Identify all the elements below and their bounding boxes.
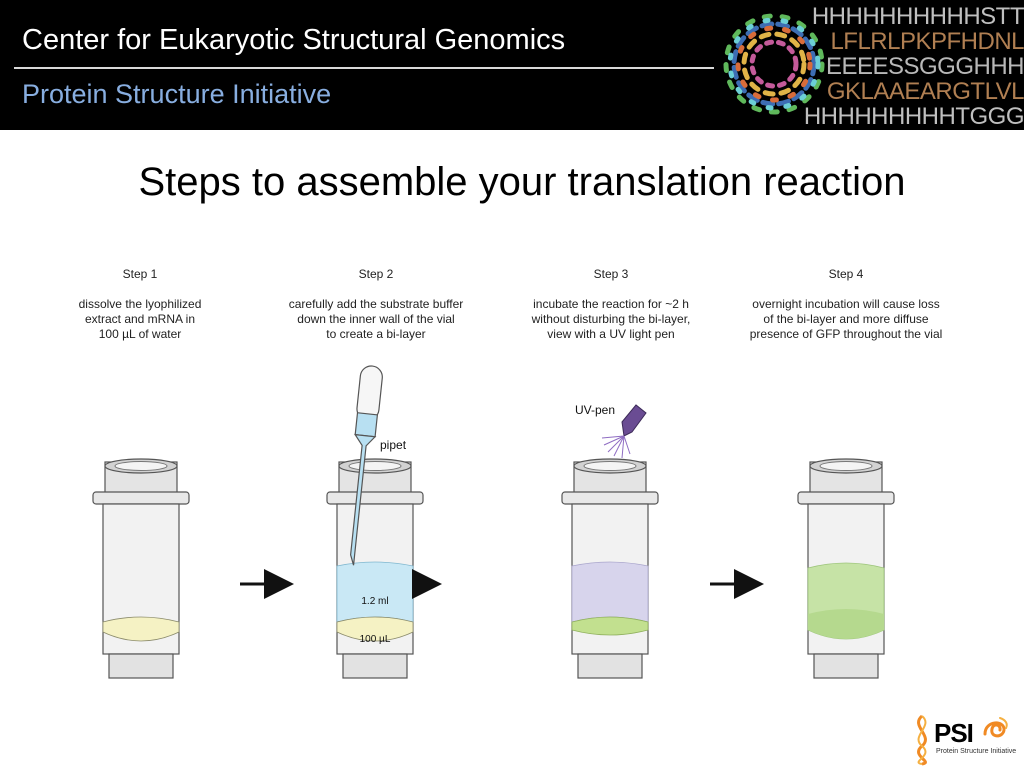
- extract-layer: [336, 616, 414, 642]
- sequence-row: EEEESSGGGHHH: [825, 53, 1024, 80]
- protein-swirl-icon: [983, 717, 1008, 738]
- buffer-layer: [336, 561, 414, 623]
- step-2-title: Step 2: [358, 267, 394, 281]
- gfp-dense-layer: [808, 609, 884, 639]
- header-divider: [14, 67, 714, 69]
- vial-step-3: [561, 458, 659, 679]
- step-desc-line: view with a UV light pen: [547, 327, 675, 341]
- buffer-layer: [571, 561, 649, 623]
- psi-logo: PSI Protein Structure Initiative: [908, 712, 1020, 766]
- step-2-description: carefully add the substrate buffer down …: [266, 297, 486, 342]
- step-desc-line: to create a bi-layer: [326, 327, 426, 341]
- step-desc-line: of the bi-layer and more diffuse: [763, 312, 929, 326]
- uv-pen-icon: [601, 404, 647, 459]
- psi-logo-subtext: Protein Structure Initiative: [936, 748, 1017, 755]
- center-title: Center for Eukaryotic Structural Genomic…: [22, 24, 566, 56]
- gfp-layer: [571, 616, 649, 636]
- step-desc-line: 100 µL of water: [98, 327, 182, 341]
- step-3-title: Step 3: [593, 267, 629, 281]
- step-3-description: incubate the reaction for ~2 h without d…: [501, 297, 721, 342]
- pipet-icon: [350, 365, 383, 566]
- sequence-letters: HHHHHHHHHHSTT LFLRLPKPFHDNL EEEESSGGGHHH…: [790, 4, 1024, 129]
- step-4-description: overnight incubation will cause loss of …: [736, 297, 956, 342]
- step-desc-line: extract and mRNA in: [84, 312, 196, 326]
- sequence-row: GKLAAEARGTLVL: [826, 78, 1024, 105]
- buffer-volume-label: 1.2 ml: [361, 596, 388, 607]
- vial-step-2: [326, 458, 424, 679]
- header-banner: Center for Eukaryotic Structural Genomic…: [0, 0, 1024, 130]
- uv-pen-label: UV-pen: [575, 403, 615, 417]
- step-1-description: dissolve the lyophilized extract and mRN…: [30, 297, 250, 342]
- pipet-label: pipet: [380, 438, 407, 452]
- step-desc-line: carefully add the substrate buffer: [288, 297, 464, 311]
- vial-step-1: [92, 458, 190, 679]
- step-desc-line: incubate the reaction for ~2 h: [533, 297, 689, 311]
- extract-volume-label: 100 µL: [360, 634, 391, 645]
- step-desc-line: dissolve the lyophilized: [78, 297, 202, 311]
- step-desc-line: without disturbing the bi-layer,: [531, 312, 691, 326]
- step-4-title: Step 4: [828, 267, 864, 281]
- step-desc-line: down the inner wall of the vial: [297, 312, 455, 326]
- dna-helix-icon: [917, 714, 927, 766]
- step-1-title: Step 1: [122, 267, 158, 281]
- sequence-row: HHHHHHHHHHSTT: [811, 3, 1024, 30]
- step-desc-line: presence of GFP throughout the vial: [749, 327, 943, 341]
- protein-structure-image: [723, 13, 825, 115]
- slide-heading: Steps to assemble your translation react…: [138, 160, 906, 204]
- sequence-row: HHHHHHHHHTGGG: [803, 103, 1024, 130]
- vial-step-4: [797, 458, 895, 679]
- initiative-subtitle: Protein Structure Initiative: [22, 79, 332, 109]
- extract-layer: [102, 616, 180, 642]
- step-desc-line: overnight incubation will cause loss: [752, 297, 940, 311]
- psi-logo-text: PSI: [934, 718, 974, 748]
- sequence-row: LFLRLPKPFHDNL: [830, 28, 1024, 55]
